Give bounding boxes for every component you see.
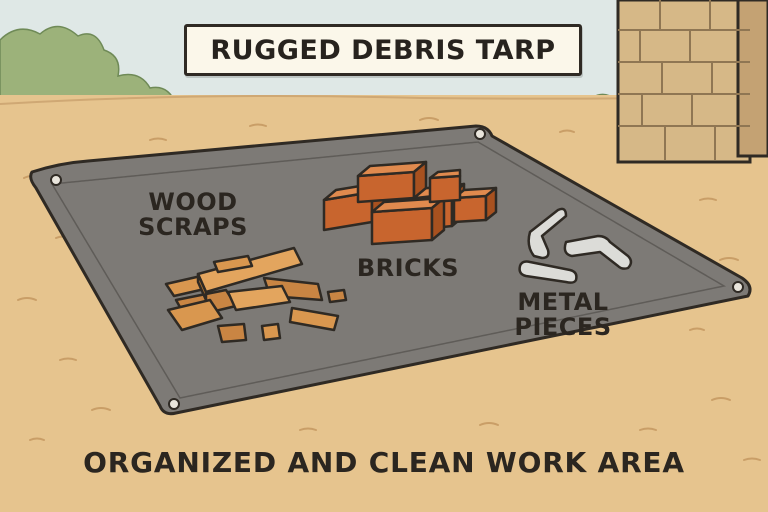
grommet — [168, 398, 180, 410]
wood-scraps — [164, 246, 348, 344]
grommet — [50, 174, 62, 186]
metal-label-line2: PIECES — [514, 313, 612, 342]
wood-label-line2: SCRAPS — [138, 213, 248, 242]
bricks-pile — [322, 160, 498, 246]
wood-scraps-label: WOOD SCRAPS — [128, 188, 258, 242]
metal-pieces-label: METAL PIECES — [498, 288, 628, 342]
grommet — [732, 281, 744, 293]
bricks-label: BRICKS — [356, 254, 460, 282]
title-sign: RUGGED DEBRIS TARP — [184, 24, 582, 76]
caption: ORGANIZED AND CLEAN WORK AREA — [83, 446, 685, 479]
brick-wall — [616, 0, 768, 164]
tarp — [29, 124, 752, 416]
metal-pieces — [518, 207, 633, 284]
metal-label-line1: METAL — [517, 288, 609, 316]
wood-label-line1: WOOD — [148, 188, 238, 216]
title-text: RUGGED DEBRIS TARP — [210, 34, 556, 66]
grommet — [474, 128, 486, 140]
